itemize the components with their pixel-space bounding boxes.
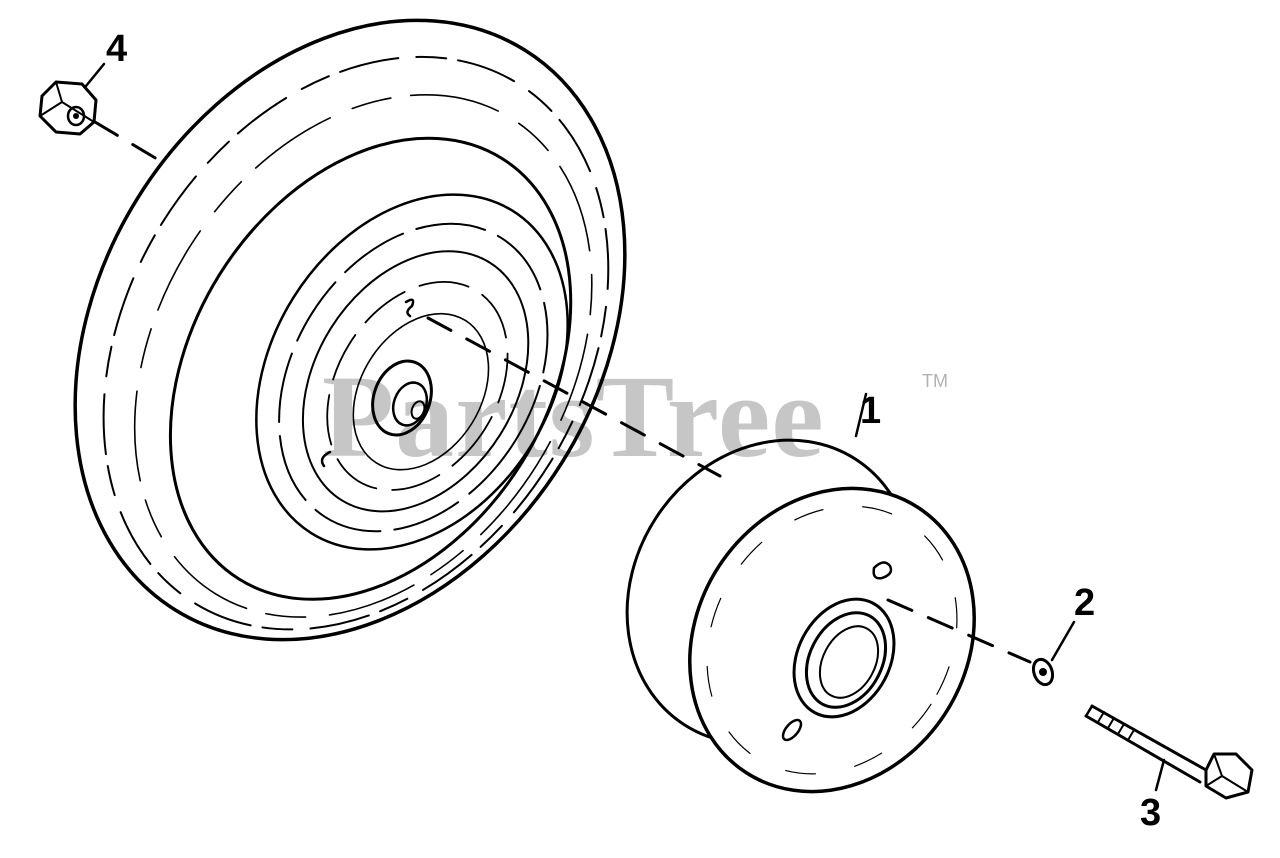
rim-bolt-hole-bottom [320,450,332,468]
watermark-trademark: TM [922,371,948,391]
part-4-hex-nut [38,80,98,136]
tire-wheel-assembly [73,18,627,642]
callout-4: 4 [106,28,128,70]
callout-3: 3 [1140,792,1162,834]
part-1-wheel-weight [625,438,976,794]
part-2-lock-washer [1031,657,1055,687]
callout-1: 1 [860,390,882,432]
part-3-hex-bolt [1084,704,1254,800]
watermark-logo: PartsTree [322,351,825,482]
callout-2: 2 [1074,582,1096,624]
tire [73,18,627,642]
assembly-axis-lines [93,120,1032,664]
rim [255,193,569,551]
callout-leaders [84,62,1166,792]
rim-bolt-hole-top [404,298,415,318]
wheel-hub [371,359,433,437]
